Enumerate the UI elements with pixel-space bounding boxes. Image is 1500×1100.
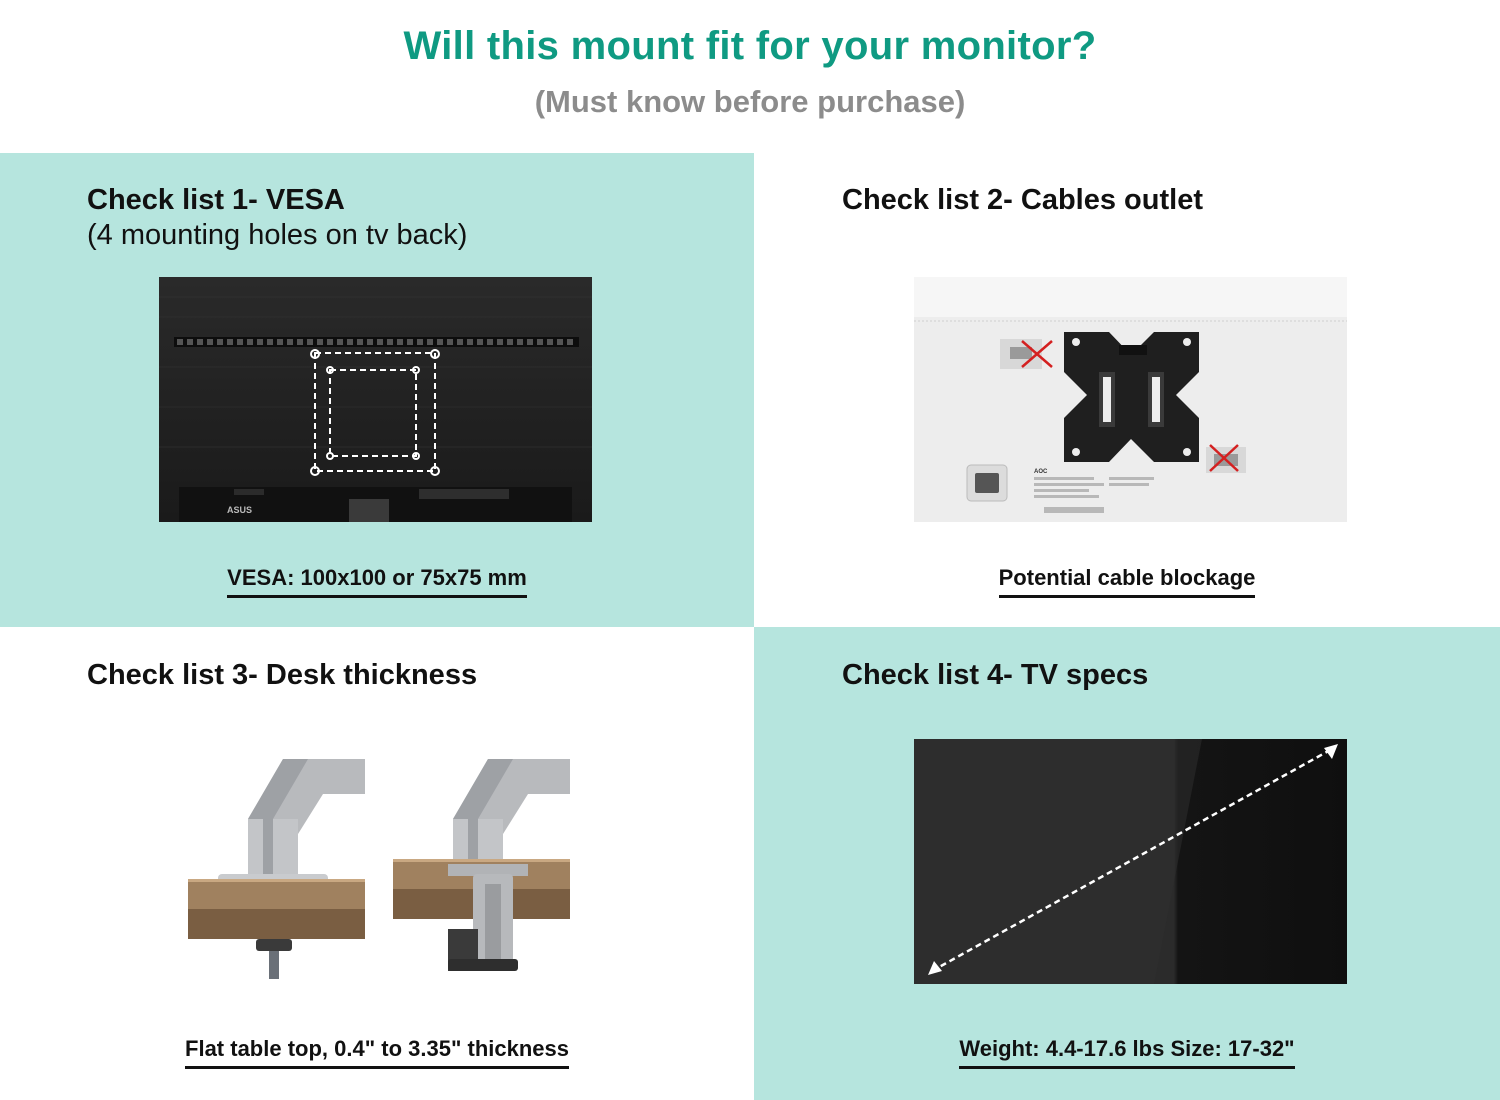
- brand-label: AOC: [1034, 469, 1048, 475]
- checklist-desk-panel: Check list 3- Desk thickness Flat table …: [0, 627, 754, 1100]
- checklist-cables-panel: Check list 2- Cables outlet AOC: [754, 153, 1500, 627]
- checklist-heading: Check list 4- TV specs: [842, 659, 1149, 691]
- checklist-caption: Potential cable blockage: [754, 565, 1500, 598]
- checklist-caption: VESA: 100x100 or 75x75 mm: [0, 565, 754, 598]
- desk-clamp-image: [188, 759, 365, 979]
- checklist-subheading: (4 mounting holes on tv back): [87, 219, 468, 251]
- checklist-caption: Weight: 4.4-17.6 lbs Size: 17-32": [754, 1036, 1500, 1069]
- checklist-tv-panel: Check list 4- TV specs Weight: 4.4-17.6 …: [754, 627, 1500, 1100]
- checklist-heading: Check list 2- Cables outlet: [842, 184, 1203, 216]
- page-subtitle: (Must know before purchase): [534, 84, 966, 119]
- checklist-heading: Check list 3- Desk thickness: [87, 659, 478, 691]
- monitor-back-cables-image: AOC: [914, 277, 1347, 522]
- checklist-heading: Check list 1- VESA: [87, 184, 345, 216]
- tv-diagonal-image: [914, 739, 1347, 984]
- brand-label: ASUS: [227, 505, 252, 515]
- desk-grommet-image: [393, 759, 570, 971]
- monitor-back-vesa-image: ASUS: [159, 277, 592, 522]
- checklist-vesa-panel: Check list 1- VESA (4 mounting holes on …: [0, 153, 754, 627]
- header: Will this mount fit for your monitor? (M…: [0, 0, 1500, 153]
- page-title: Will this mount fit for your monitor?: [403, 24, 1097, 68]
- checklist-caption: Flat table top, 0.4" to 3.35" thickness: [0, 1036, 754, 1069]
